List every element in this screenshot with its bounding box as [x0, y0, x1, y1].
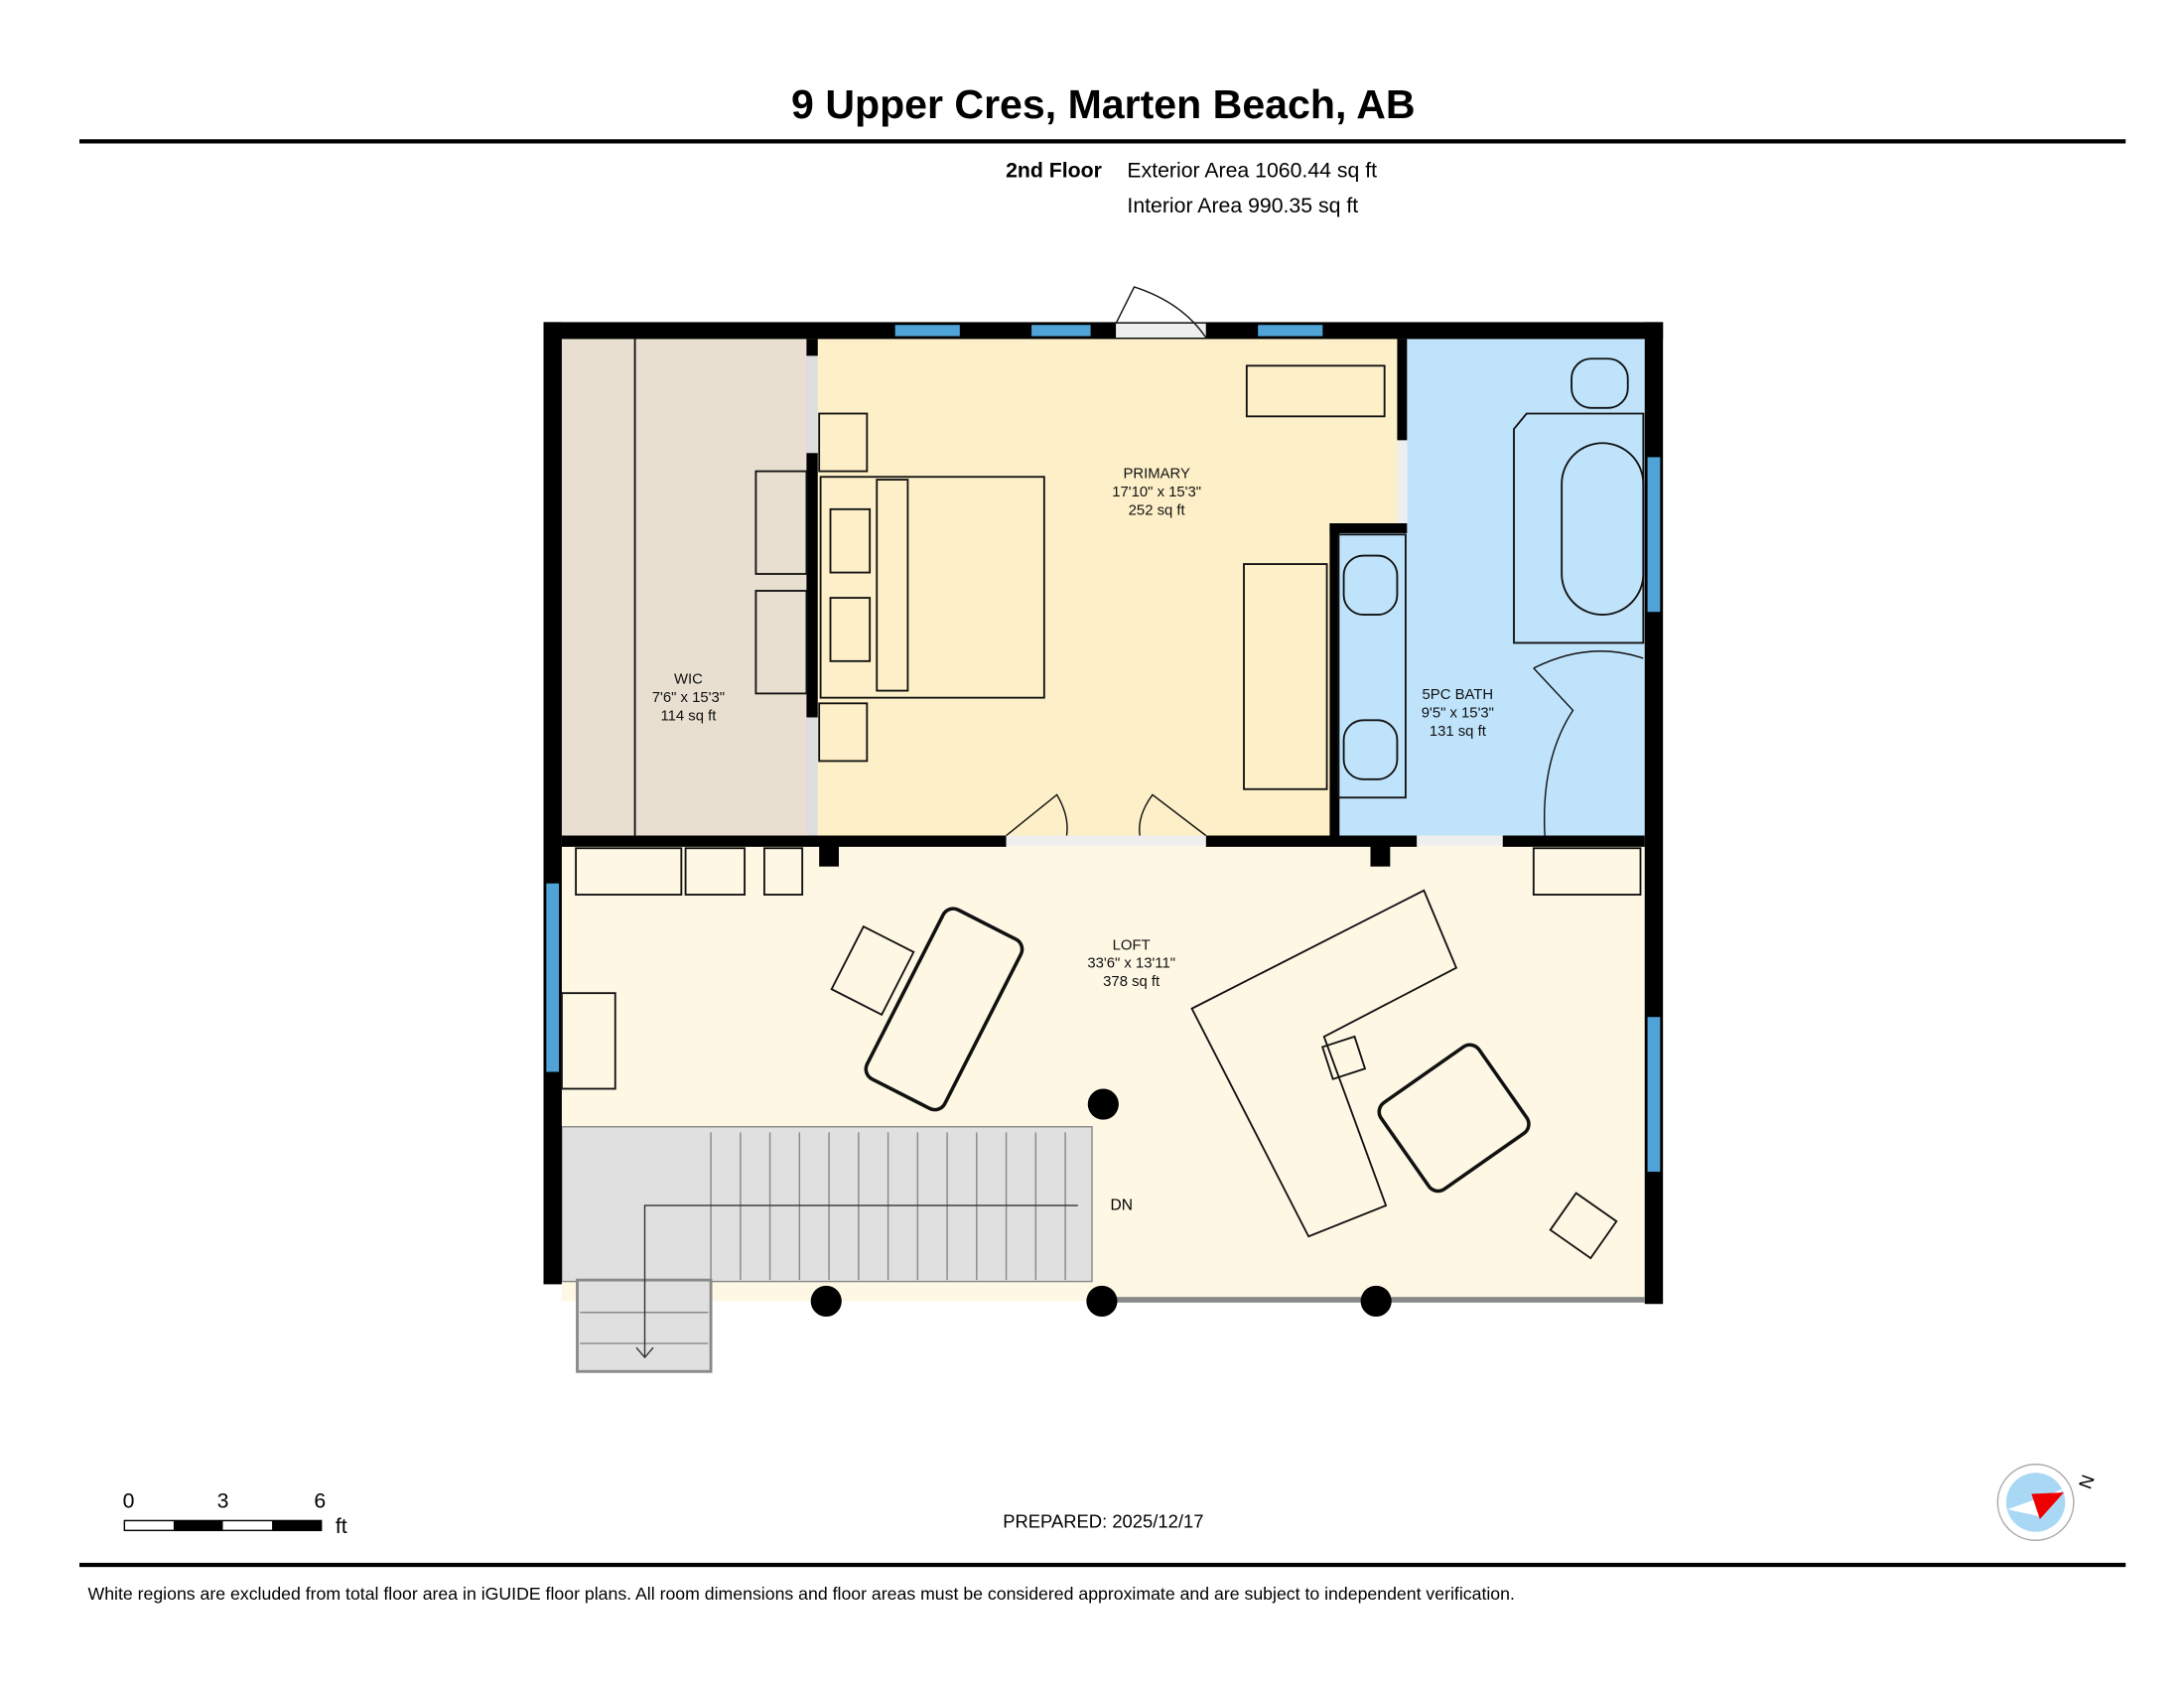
- floor-name: 2nd Floor: [1006, 159, 1102, 183]
- svg-text:5PC BATH: 5PC BATH: [1423, 687, 1494, 703]
- exterior-area: Exterior Area 1060.44 sq ft: [1127, 159, 1377, 183]
- ottoman: [1377, 1043, 1531, 1194]
- staircase: [561, 1126, 1093, 1373]
- doors: [806, 286, 1644, 846]
- window: [1258, 325, 1323, 337]
- window: [546, 883, 560, 1072]
- svg-text:17'10" x 15'3": 17'10" x 15'3": [1112, 485, 1201, 500]
- windows: [546, 325, 1661, 1173]
- compass-north-icon: N: [1996, 1464, 2099, 1541]
- sectional-sofa: [1190, 889, 1458, 1238]
- svg-text:378 sq ft: 378 sq ft: [1103, 974, 1160, 990]
- room-wic: [561, 339, 810, 837]
- furniture: [560, 339, 1645, 1260]
- footer-divider: [79, 1562, 2126, 1568]
- svg-text:0: 0: [123, 1489, 135, 1513]
- room-bath: [1407, 339, 1645, 837]
- window: [1647, 1017, 1661, 1173]
- window: [894, 325, 960, 337]
- svg-text:7'6" x 15'3": 7'6" x 15'3": [652, 690, 725, 706]
- svg-text:9'5" x 15'3": 9'5" x 15'3": [1422, 706, 1494, 722]
- window: [1031, 325, 1091, 337]
- svg-text:114 sq ft: 114 sq ft: [660, 708, 717, 724]
- svg-text:131 sq ft: 131 sq ft: [1430, 724, 1487, 740]
- bed: [819, 476, 1045, 699]
- footer-disclaimer: White regions are excluded from total fl…: [87, 1584, 1514, 1604]
- svg-text:3: 3: [217, 1489, 229, 1513]
- svg-text:LOFT: LOFT: [1113, 937, 1151, 953]
- room-primary: [814, 339, 1401, 837]
- stairs-down-label: DN: [1110, 1196, 1133, 1213]
- svg-text:33'6" x 13'11": 33'6" x 13'11": [1087, 956, 1175, 972]
- interior-area: Interior Area 990.35 sq ft: [1127, 194, 1358, 217]
- room-label-wic: WIC 7'6" x 15'3" 114 sq ft: [652, 672, 725, 725]
- svg-text:252 sq ft: 252 sq ft: [1129, 503, 1186, 519]
- desk: [864, 907, 1024, 1112]
- svg-text:6: 6: [314, 1489, 326, 1513]
- room-label-bath: 5PC BATH 9'5" x 15'3" 131 sq ft: [1422, 687, 1494, 740]
- room-label-primary: PRIMARY 17'10" x 15'3" 252 sq ft: [1112, 467, 1201, 519]
- columns: [810, 1088, 1392, 1317]
- floor-plan: DN: [543, 286, 1664, 1373]
- window: [1647, 457, 1661, 613]
- svg-text:ft: ft: [336, 1514, 347, 1538]
- sofa: [1243, 563, 1328, 790]
- prepared-date: PREPARED: 2025/12/17: [1003, 1511, 1203, 1532]
- bathtub: [1561, 442, 1645, 617]
- room-label-loft: LOFT 33'6" x 13'11" 378 sq ft: [1087, 937, 1175, 990]
- title-divider: [79, 139, 2126, 144]
- svg-text:PRIMARY: PRIMARY: [1123, 467, 1190, 483]
- svg-text:N: N: [2075, 1472, 2099, 1491]
- page-title: 9 Upper Cres, Marten Beach, AB: [791, 81, 1416, 127]
- scale-bar: 0 3 6 ft: [123, 1489, 347, 1538]
- svg-text:WIC: WIC: [674, 672, 703, 688]
